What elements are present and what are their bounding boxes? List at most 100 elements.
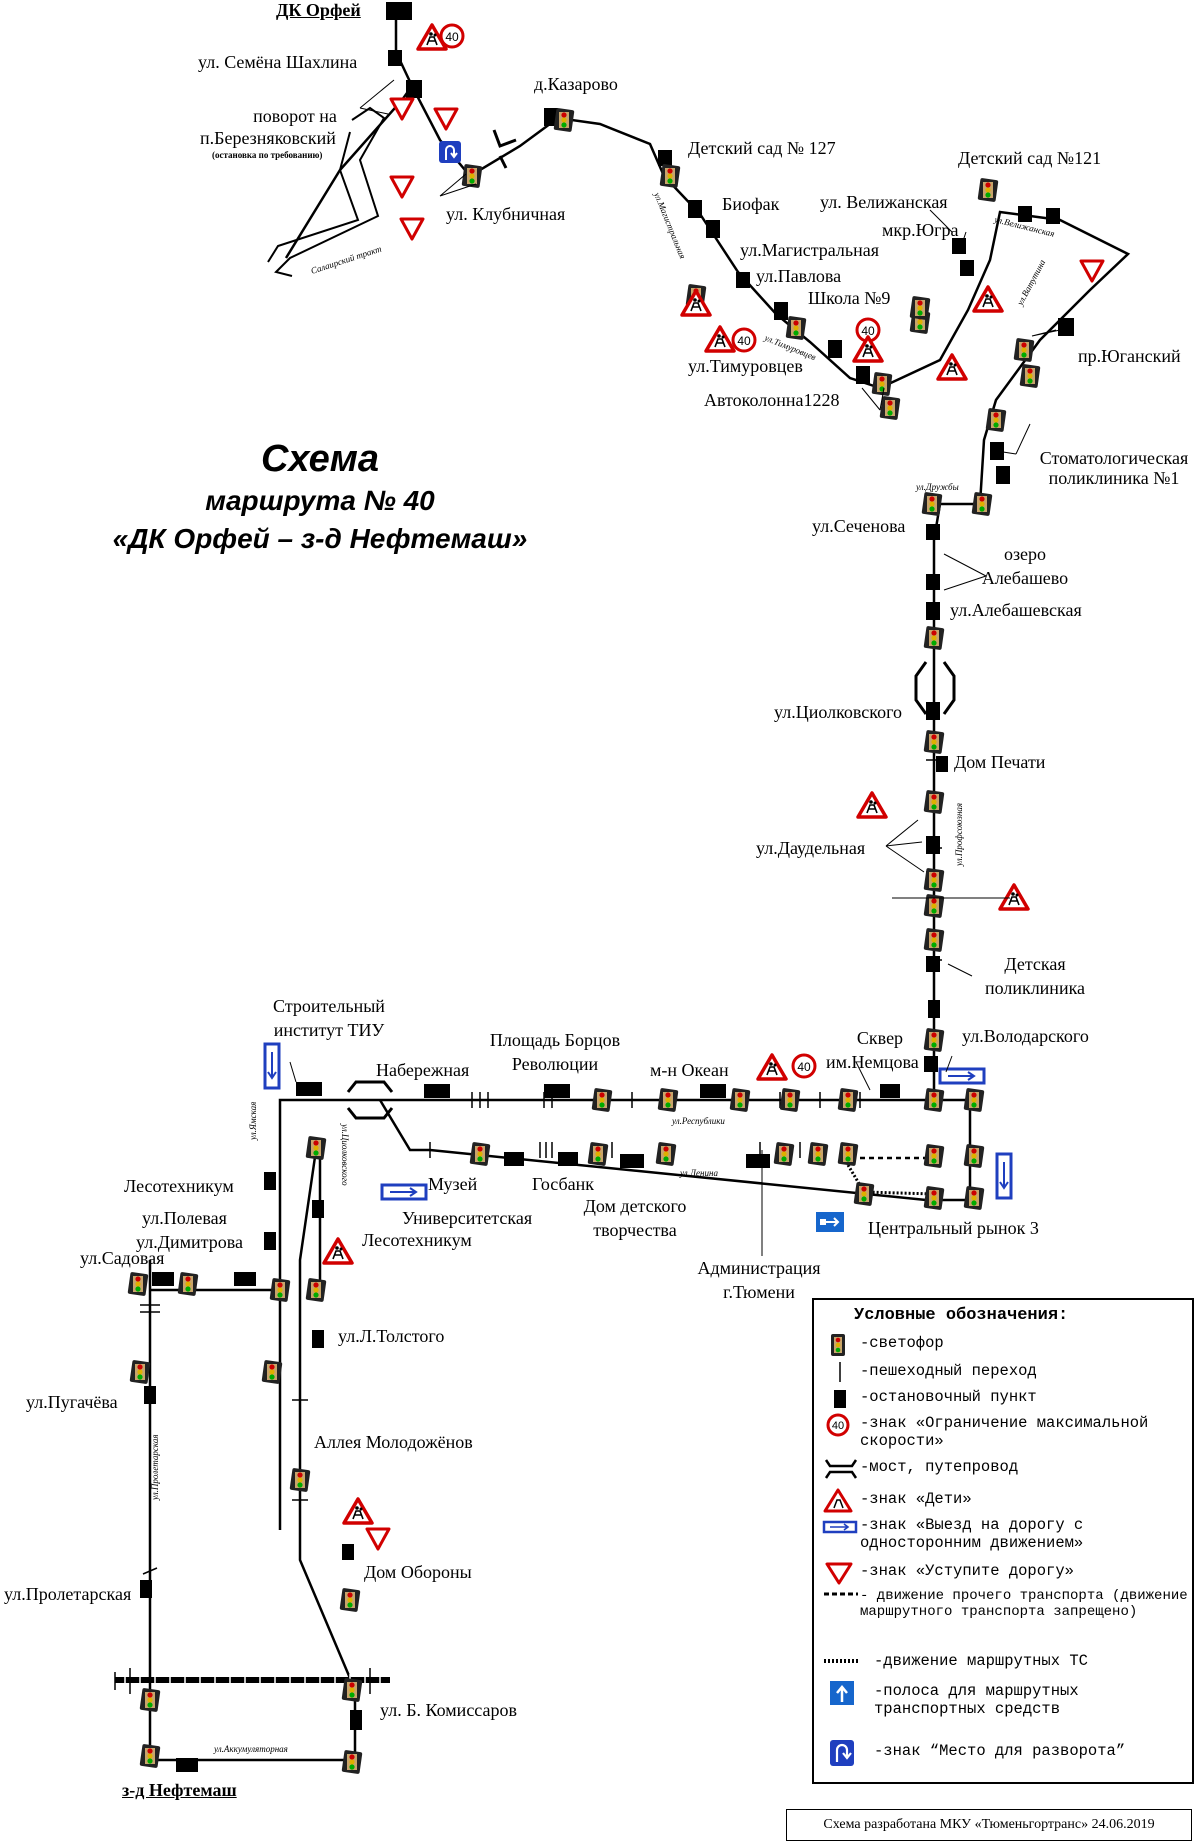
- legend-box: Условные обозначения: -светофор -пешеход…: [812, 1298, 1194, 1784]
- stop-sechenova: ул.Сеченова: [812, 516, 906, 536]
- stop-stomat-line1: Стоматологическая: [1039, 448, 1189, 468]
- stop-avtokolonna: Автоколонна1228: [704, 390, 840, 410]
- stop-det-polikl-line1: Детская: [1004, 954, 1066, 974]
- stop-semena-shakhlina: ул. Семёна Шахлина: [198, 52, 358, 72]
- legend-item-text: -светофор: [860, 1334, 944, 1352]
- stop-velizhanskaya: ул. Велижанская: [820, 192, 948, 212]
- stop-stroit-line2: институт ТИУ: [273, 1020, 385, 1040]
- terminal-start-label: ДК Орфей: [276, 0, 361, 20]
- stop-naberezhnaya: Набережная: [376, 1060, 470, 1080]
- stop-kazarovo: д.Казарово: [534, 74, 618, 94]
- stop-sad127: Детский сад № 127: [688, 138, 836, 158]
- stop-pugachyova: ул.Пугачёва: [26, 1392, 118, 1412]
- stop-alebashevskaya: ул.Алебашевская: [950, 600, 1082, 620]
- stop-dom-pechati: Дом Печати: [954, 752, 1046, 772]
- stop-skver-line1: Сквер: [856, 1028, 904, 1048]
- stop-komissarov: ул. Б. Комиссаров: [380, 1700, 518, 1720]
- bus-stop-icon: [834, 1390, 846, 1408]
- stop-admin-line1: Администрация: [697, 1258, 821, 1278]
- traffic-light-icon: [831, 1334, 845, 1356]
- legend-item-text: -движение маршрутных ТС: [874, 1652, 1088, 1670]
- stop-admin-line2: г.Тюмени: [723, 1282, 795, 1302]
- scheme-title: Схема маршрута № 40 «ДК Орфей – з-д Нефт…: [60, 436, 580, 558]
- legend-item-text: -знак «Ограничение максимальной скорости…: [860, 1414, 1149, 1450]
- stop-ploshchad-line2: Революции: [511, 1054, 599, 1074]
- title-line3: «ДК Орфей – з-д Нефтемаш»: [112, 523, 528, 554]
- legend-item-text: -знак «Уступите дорогу»: [860, 1562, 1074, 1580]
- stop-povorot-line2: п.Березняковский: [200, 128, 336, 148]
- stop-lesotekhnikum-a: Лесотехникум: [124, 1176, 234, 1196]
- stop-dom-oborony: Дом Обороны: [364, 1562, 472, 1582]
- stop-okean: м-н Океан: [650, 1060, 729, 1080]
- street-salairskiy: Салаирский тракт: [310, 243, 384, 275]
- other-traffic-line-icon: [824, 1592, 858, 1596]
- legend-item-text: -знак “Место для разворота”: [874, 1742, 1126, 1760]
- stop-yuganskiy: пр.Юганский: [1078, 346, 1181, 366]
- stop-povorot-line1: поворот на: [253, 106, 337, 126]
- stop-muzey: Музей: [428, 1174, 478, 1194]
- bridge-icon: [824, 1459, 858, 1479]
- bus-stops: [140, 2, 1074, 1772]
- stop-povorot-note: (остановка по требованию): [212, 150, 323, 160]
- road-signs: [263, 23, 1105, 1551]
- stop-lesotekhnikum-b: Лесотехникум: [362, 1230, 472, 1250]
- stop-sadovaya: ул.Садовая: [80, 1248, 165, 1268]
- bus-lane-icon: [830, 1681, 854, 1705]
- terminal-end-label: з-д Нефтемаш: [122, 1780, 237, 1800]
- legend-item-text: -знак «Дети»: [860, 1490, 972, 1508]
- legend-item-text: -остановочный пункт: [860, 1388, 1037, 1406]
- street-magistralnaya: ул.Магистральная: [652, 190, 688, 260]
- street-proletarskaya: ул.Пролетарская: [150, 1434, 160, 1501]
- street-tsiolkovskogo: ул.Циолковского: [340, 1123, 350, 1186]
- legend-item-text: - движение прочего транспорта (движение …: [860, 1588, 1188, 1620]
- stop-tsiolkovskogo: ул.Циолковского: [774, 702, 903, 722]
- stop-polevaya: ул.Полевая: [142, 1208, 227, 1228]
- street-profsoyuznaya: ул.Профсоюзная: [954, 803, 964, 867]
- stop-skver-line2: им.Немцова: [826, 1052, 919, 1072]
- one-way-exit-icon: [822, 1520, 858, 1534]
- title-line2: маршрута № 40: [205, 485, 435, 516]
- salairsky-road: [267, 106, 386, 277]
- stop-klubnichnaya: ул. Клубничная: [446, 204, 566, 224]
- stop-l-tolstogo: ул.Л.Толстого: [338, 1326, 445, 1346]
- callout-lines: [289, 79, 1061, 1256]
- stop-stroit-line1: Строительный: [273, 996, 385, 1016]
- stop-daudelnaya: ул.Даудельная: [756, 838, 866, 858]
- stop-universitetskaya: Университетская: [402, 1208, 533, 1228]
- stop-volodarskogo: ул.Володарского: [962, 1026, 1089, 1046]
- stop-molodozhyonov: Аллея Молодожёнов: [314, 1432, 473, 1452]
- stop-sad121: Детский сад №121: [958, 148, 1102, 168]
- title-line1: Схема: [260, 438, 379, 480]
- stop-school9: Школа №9: [808, 288, 891, 308]
- stop-pavlova: ул.Павлова: [756, 266, 842, 286]
- stop-proletarskaya: ул.Пролетарская: [4, 1584, 132, 1604]
- stop-dimitrova: ул.Димитрова: [136, 1232, 243, 1252]
- stop-tsentr-rynok: Центральный рынок 3: [868, 1218, 1039, 1238]
- street-akkumulyatornaya: ул.Аккумуляторная: [213, 1744, 288, 1754]
- legend-item-text: -полоса для маршрутных транспортных сред…: [874, 1682, 1079, 1718]
- stop-stomat-line2: поликлиника №1: [1048, 468, 1180, 488]
- legend-item-text: -знак «Выезд на дорогу с односторонним д…: [860, 1516, 1084, 1552]
- stop-gosbank: Госбанк: [532, 1174, 595, 1194]
- stop-yugra: мкр.Югра: [882, 220, 959, 240]
- street-vatutina: ул.Ватутина: [1014, 258, 1047, 308]
- credit-note: Схема разработана МКУ «Тюменьгортранс» 2…: [786, 1809, 1192, 1841]
- children-sign-icon: [823, 1488, 853, 1513]
- speed-limit-icon: 40: [826, 1413, 850, 1437]
- stop-ddt-line2: творчества: [593, 1220, 677, 1240]
- give-way-icon: [825, 1562, 853, 1585]
- stop-ploshchad-line1: Площадь Борцов: [489, 1030, 621, 1050]
- legend-item-text: -мост, путепровод: [860, 1458, 1019, 1476]
- crosswalk-icon: [839, 1362, 841, 1382]
- street-lenina: ул.Ленина: [679, 1168, 718, 1178]
- speed-limit-value: 40: [832, 1420, 844, 1432]
- street-respubliki: ул.Республики: [671, 1116, 725, 1126]
- stop-ddt-line1: Дом детского: [583, 1196, 687, 1216]
- street-druzhby: ул.Дружбы: [915, 482, 959, 492]
- stop-magistralnaya: ул.Магистральная: [740, 240, 880, 260]
- stop-det-polikl-line2: поликлиника: [984, 978, 1086, 998]
- stop-timurovtsev: ул.Тимуровцев: [688, 356, 803, 376]
- u-turn-icon: [830, 1740, 854, 1766]
